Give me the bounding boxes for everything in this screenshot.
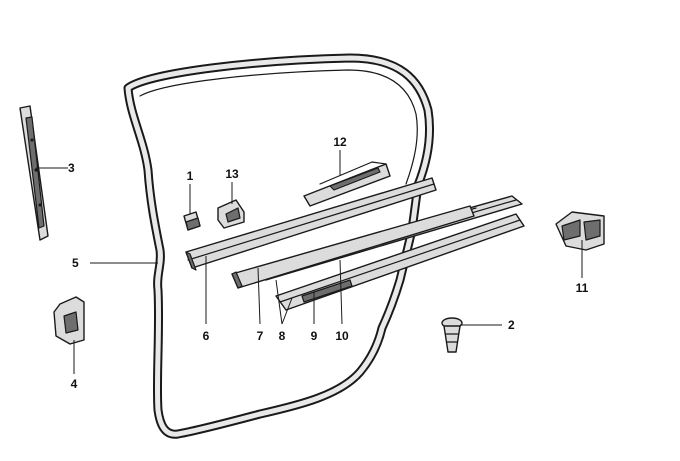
trim-strip-part-7 [231,205,475,289]
callout-8: 8 [279,329,286,343]
callout-5: 5 [72,256,79,270]
callout-4: 4 [71,377,78,391]
callout-9: 9 [311,329,318,343]
door-seal-part-5 [123,53,435,439]
callout-7: 7 [257,329,264,343]
clip-part-1 [183,211,201,231]
callout-2: 2 [508,318,515,332]
lower-channel-part-9 [275,213,525,311]
callout-12: 12 [333,135,347,149]
push-pin-part-2 [441,317,463,353]
rail-part-6 [185,177,437,271]
pad-part-4 [53,296,85,345]
callout-1: 1 [187,169,194,183]
callout-11: 11 [576,281,589,295]
callout-6: 6 [203,329,210,343]
clip-part-13 [217,199,245,229]
double-clip-part-11 [555,211,605,251]
callout-10: 10 [335,329,349,343]
callout-labels: 1 13 12 3 5 4 6 7 8 9 10 2 11 [68,135,589,391]
leader-lines [36,150,583,374]
vertical-strip-part-3 [19,105,49,241]
callout-3: 3 [68,161,75,175]
channel-piece-part-12 [303,161,391,207]
callout-13: 13 [225,167,239,181]
